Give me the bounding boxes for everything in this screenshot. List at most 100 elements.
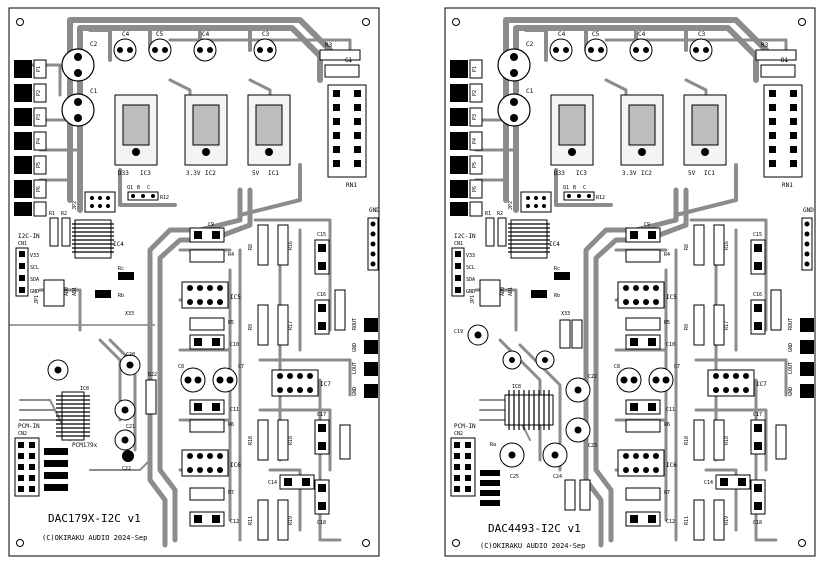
connector-pad bbox=[14, 84, 32, 102]
i2c-title: I2C-IN bbox=[18, 233, 40, 240]
board-right: P1 P2 P3 P4 P5 P6 C2 C1 C4 C5 C4 C3 bbox=[444, 7, 816, 557]
svg-text:5V: 5V bbox=[688, 170, 696, 177]
svg-text:R22: R22 bbox=[148, 372, 157, 378]
mount-hole bbox=[362, 18, 370, 26]
svg-text:GND: GND bbox=[352, 387, 358, 396]
svg-text:X33: X33 bbox=[561, 311, 570, 317]
pcm-title: PCM-IN bbox=[18, 423, 40, 430]
mount-hole bbox=[798, 18, 806, 26]
svg-text:D33: D33 bbox=[554, 170, 565, 177]
dac-chip: C19 IC8 C22 C23 C25 C24 bbox=[454, 319, 597, 511]
svg-text:P2: P2 bbox=[472, 90, 478, 96]
pin-label: P4 bbox=[36, 138, 42, 144]
svg-text:C18: C18 bbox=[753, 520, 762, 526]
horizontal-caps: C9 C10 C11 C14 C12 bbox=[625, 222, 751, 527]
svg-text:JP1: JP1 bbox=[470, 295, 476, 304]
cap-pad bbox=[257, 47, 263, 53]
svg-text:R8: R8 bbox=[684, 244, 690, 250]
svg-text:B: B bbox=[573, 185, 576, 191]
cap-label: C5 bbox=[156, 31, 164, 38]
svg-text:R10: R10 bbox=[248, 436, 254, 445]
svg-text:R1: R1 bbox=[485, 211, 491, 217]
reg-label: IC3 bbox=[140, 170, 151, 177]
svg-text:ROUT: ROUT bbox=[788, 318, 794, 330]
electrolytic-cap bbox=[148, 38, 172, 62]
cap-pad bbox=[127, 47, 133, 53]
regulator-tab bbox=[122, 104, 150, 146]
board-title: DAC179X-I2C v1 bbox=[48, 512, 141, 525]
svg-text:C9: C9 bbox=[644, 222, 650, 228]
i2c-pin: V33 bbox=[30, 253, 39, 259]
cap-pad bbox=[267, 47, 273, 53]
gnd-header: GND bbox=[367, 207, 380, 271]
svg-text:Rc: Rc bbox=[118, 266, 124, 272]
rl-label: R3 bbox=[325, 42, 333, 49]
svg-text:R1: R1 bbox=[49, 211, 55, 217]
cap-label: C1 bbox=[90, 88, 98, 95]
ic-label: IC6 bbox=[230, 462, 241, 469]
svg-text:X33: X33 bbox=[125, 311, 134, 317]
svg-text:C2: C2 bbox=[526, 41, 534, 48]
cap-pad bbox=[197, 47, 203, 53]
svg-text:C16: C16 bbox=[317, 292, 326, 298]
small-parts: Q1 B C R12 JP2 R1 R2 JP1 AD0 AD1 Rb Rc R… bbox=[470, 185, 787, 501]
ic4-package: IC4 bbox=[508, 219, 560, 259]
svg-text:C1: C1 bbox=[526, 88, 534, 95]
op-amps: IC5 IC6 IC7 bbox=[617, 281, 767, 477]
connector-pad bbox=[33, 59, 47, 79]
resistor-r3 bbox=[755, 49, 797, 61]
pcm-cn: CN2 bbox=[18, 431, 27, 437]
resistor-network: RN1 bbox=[327, 84, 367, 189]
reg-label: IC1 bbox=[268, 170, 279, 177]
gnd-label: GND bbox=[369, 207, 380, 214]
svg-text:AD0: AD0 bbox=[500, 287, 506, 296]
mount-hole bbox=[16, 18, 24, 26]
regulators: IC3 D33 IC2 3.3V IC1 5V bbox=[550, 94, 727, 177]
svg-text:SDA: SDA bbox=[466, 277, 475, 283]
svg-text:C: C bbox=[583, 185, 586, 191]
svg-text:GND: GND bbox=[803, 207, 814, 214]
svg-text:IC7: IC7 bbox=[756, 381, 767, 388]
svg-text:JP2: JP2 bbox=[72, 201, 78, 210]
svg-text:IC1: IC1 bbox=[704, 170, 715, 177]
reg-volt: 3.3V bbox=[186, 170, 201, 177]
electrolytic-cap bbox=[193, 38, 217, 62]
mount-hole bbox=[798, 539, 806, 547]
output-pads: ROUT GND LOUT GND bbox=[788, 318, 814, 398]
horizontal-caps: C9 C10 C11 C14 C12 bbox=[189, 222, 315, 527]
mount-hole bbox=[452, 18, 460, 26]
ic-label: IC5 bbox=[230, 294, 241, 301]
svg-text:R18: R18 bbox=[288, 436, 294, 445]
svg-text:C8: C8 bbox=[178, 364, 184, 370]
svg-text:C18: C18 bbox=[317, 520, 326, 526]
op-amps: IC5 IC6 IC7 bbox=[181, 281, 331, 477]
svg-text:C10: C10 bbox=[666, 342, 675, 348]
dac-chip: PCM179x C20 C21 C22 bbox=[47, 352, 141, 472]
pin-label: P6 bbox=[36, 186, 42, 192]
svg-text:AD0: AD0 bbox=[64, 287, 70, 296]
connector-pad bbox=[33, 201, 47, 217]
svg-text:C9: C9 bbox=[208, 222, 214, 228]
svg-text:Rb: Rb bbox=[118, 293, 124, 299]
svg-text:P5: P5 bbox=[472, 162, 478, 168]
svg-text:ROUT: ROUT bbox=[352, 318, 358, 330]
connector-pad bbox=[14, 202, 32, 216]
pin-label: P1 bbox=[36, 66, 42, 72]
svg-text:R5: R5 bbox=[664, 320, 670, 326]
connector-pad bbox=[14, 180, 32, 198]
rn-label: RN1 bbox=[346, 182, 357, 189]
diode-g1 bbox=[324, 64, 360, 78]
svg-text:C11: C11 bbox=[666, 407, 675, 413]
svg-text:LOUT: LOUT bbox=[788, 362, 794, 374]
svg-text:C19: C19 bbox=[454, 329, 463, 335]
svg-text:IC4: IC4 bbox=[549, 241, 560, 248]
svg-text:C22: C22 bbox=[122, 466, 131, 472]
svg-text:C12: C12 bbox=[666, 519, 675, 525]
svg-text:GND: GND bbox=[352, 343, 358, 352]
connector-pad bbox=[14, 132, 32, 150]
mount-hole bbox=[362, 539, 370, 547]
svg-text:C21: C21 bbox=[126, 424, 135, 430]
cap-label: C4 bbox=[202, 31, 210, 38]
svg-text:R4: R4 bbox=[664, 252, 670, 258]
rl-label: G1 bbox=[345, 57, 353, 64]
